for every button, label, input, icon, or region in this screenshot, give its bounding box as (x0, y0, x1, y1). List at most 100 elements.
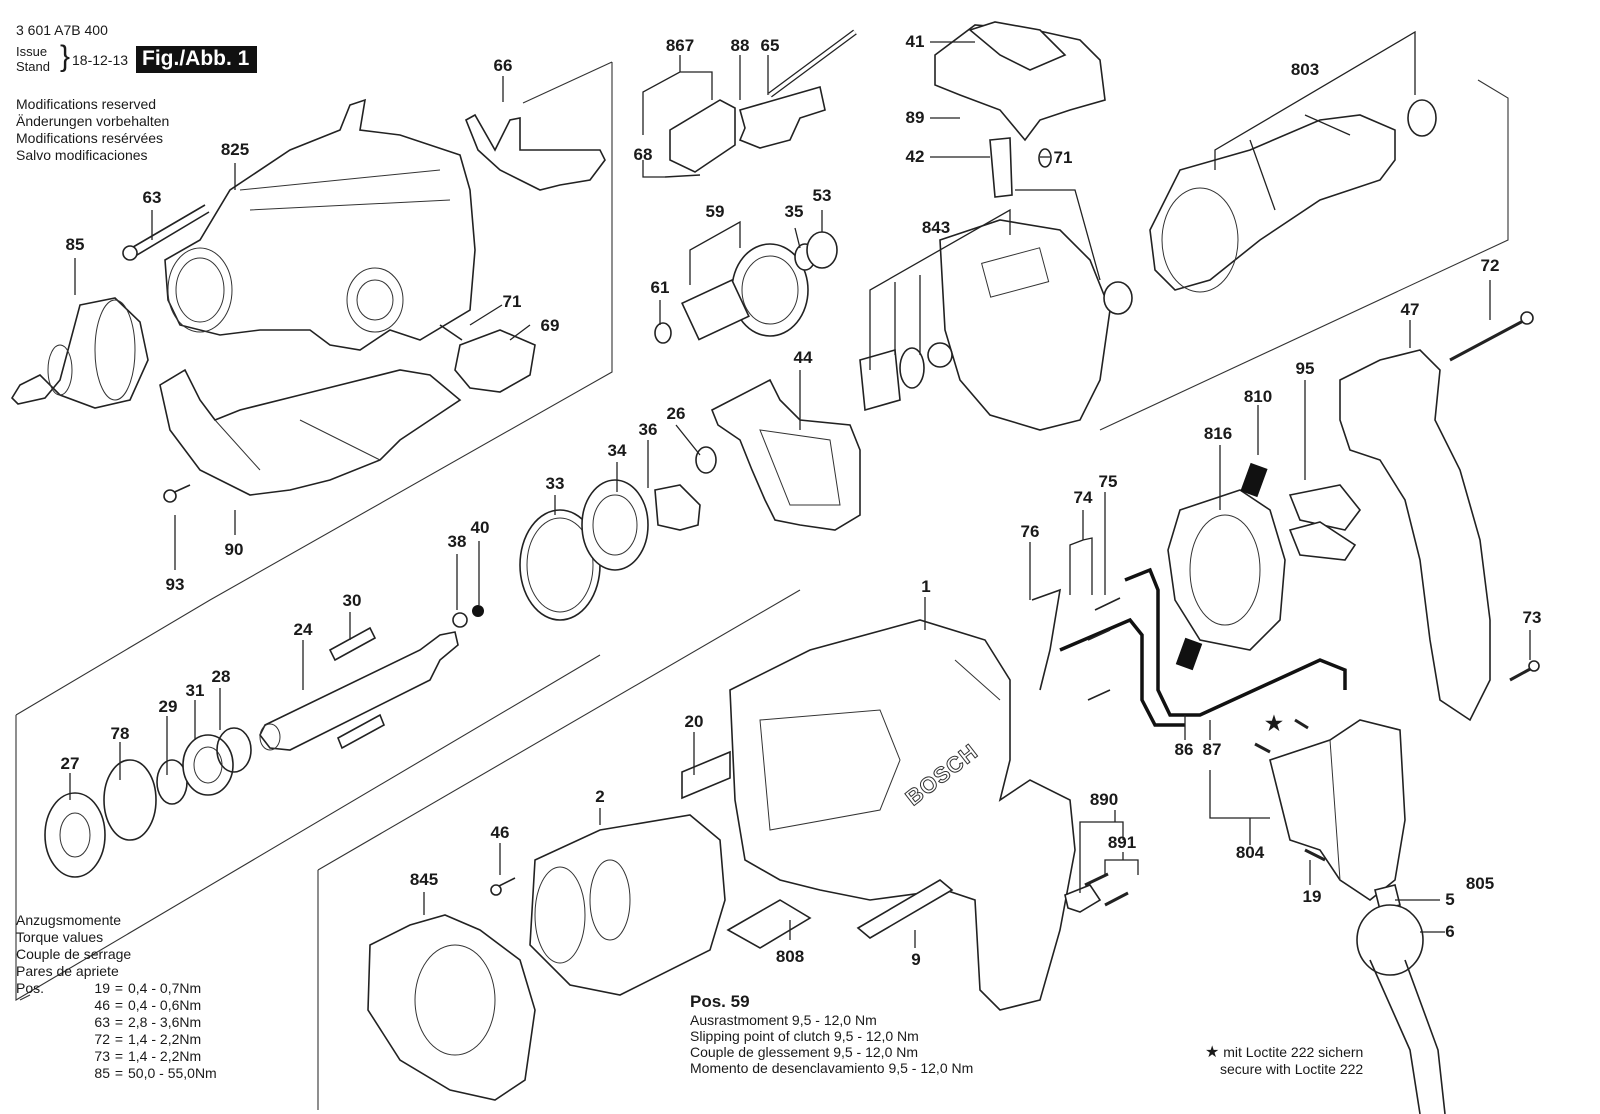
part-816-brush-holder (1167, 489, 1286, 651)
spacer (16, 1031, 82, 1048)
callout-31: 31 (185, 681, 205, 700)
part-68-pin (664, 174, 701, 178)
part-803-armature (1149, 99, 1437, 293)
callout-41: 41 (905, 32, 925, 51)
callout-78: 78 (110, 724, 130, 743)
callout-40: 40 (470, 518, 490, 537)
callout-90: 90 (224, 540, 244, 559)
callout-93: 93 (165, 575, 185, 594)
callout-803: 803 (1290, 60, 1320, 79)
torque-pos: 63 (94, 1014, 110, 1030)
callout-36: 36 (638, 420, 658, 439)
pos59-line: Momento de desenclavamiento 9,5 - 12,0 N… (690, 1060, 974, 1076)
part-53-washer (806, 231, 838, 269)
screw-head (1528, 660, 1540, 672)
callout-35: 35 (784, 202, 804, 221)
callout-68: 68 (633, 145, 653, 164)
callout-95: 95 (1295, 359, 1315, 378)
pos59-clutch-note: Pos. 59 Ausrastmoment 9,5 - 12,0 Nm Slip… (690, 992, 973, 1076)
contacts (1031, 588, 1121, 701)
part-810-brush (1240, 462, 1268, 498)
callout-33: 33 (545, 474, 565, 493)
callout-26: 26 (666, 404, 686, 423)
part-805-cord (1369, 959, 1446, 1114)
callout-59: 59 (705, 202, 725, 221)
part-5-cable-clamp (1374, 884, 1401, 911)
modifications-line: Salvo modificaciones (16, 147, 148, 163)
torque-heading: Torque values (16, 929, 104, 945)
callout-75: 75 (1098, 472, 1118, 491)
callout-34: 34 (607, 441, 627, 460)
part-890-clamp (1064, 884, 1102, 913)
modifications-line: Änderungen vorbehalten (16, 113, 170, 129)
part-71-bulb (1038, 148, 1052, 168)
callout-66: 66 (493, 56, 513, 75)
issue-label-de: Stand (16, 59, 50, 74)
callout-61: 61 (650, 278, 670, 297)
torque-heading: Anzugsmomente (16, 912, 122, 928)
part-87-cable (1124, 567, 1347, 717)
callout-805: 805 (1465, 874, 1495, 893)
equals-sign: = (114, 980, 124, 996)
part-28-ring (216, 727, 252, 773)
torque-pos: 85 (94, 1065, 110, 1081)
callout-46: 46 (490, 823, 510, 842)
torque-value: 2,8 - 3,6Nm (128, 1014, 202, 1030)
torque-row: 85 = 50,0 - 55,0Nm (16, 1065, 216, 1082)
callout-2: 2 (595, 787, 605, 806)
modifications-line: Modifications reserved (16, 96, 157, 112)
part-843-gearbox (859, 219, 1133, 431)
callout-808: 808 (775, 947, 805, 966)
torque-value: 1,4 - 2,2Nm (128, 1048, 202, 1064)
screw-pair (1254, 718, 1309, 754)
callout-810: 810 (1243, 387, 1273, 406)
part-88-slide (738, 85, 826, 149)
torque-value: 0,4 - 0,7Nm (128, 980, 202, 996)
part-95-cover (1288, 484, 1362, 531)
issue-label: Issue Stand (16, 44, 50, 74)
issue-label-en: Issue (16, 44, 48, 59)
callout-53: 53 (812, 186, 832, 205)
callout-890: 890 (1089, 790, 1119, 809)
pos59-line: Slipping point of clutch 9,5 - 12,0 Nm (690, 1028, 919, 1044)
callout-20: 20 (684, 712, 704, 731)
torque-row: 73 = 1,4 - 2,2Nm (16, 1048, 217, 1065)
torque-value: 1,4 - 2,2Nm (128, 1031, 202, 1047)
part-19-screw (1304, 848, 1326, 862)
callout-88: 88 (730, 36, 750, 55)
part-804-switch (1269, 719, 1406, 901)
part-891-screws (1084, 872, 1129, 907)
torque-pos: 73 (94, 1048, 110, 1064)
rod-inner (768, 30, 857, 97)
callout-44: 44 (793, 348, 813, 367)
callout-87: 87 (1202, 740, 1222, 759)
spacer (16, 1014, 82, 1031)
callout-804: 804 (1235, 843, 1265, 862)
part-86-cable (1059, 617, 1185, 727)
equals-sign: = (114, 1065, 124, 1081)
callout-30: 30 (342, 591, 362, 610)
part-1-motor-housing (729, 619, 1076, 1011)
brush-holder-clip (1288, 521, 1357, 561)
spacer (16, 997, 82, 1014)
brace-symbol: } (60, 40, 71, 73)
part-845-fan-guide (367, 914, 536, 1101)
loctite-note: ★ mit Loctite 222 sichern secure with Lo… (1205, 1044, 1363, 1077)
callout-891: 891 (1107, 833, 1137, 852)
frame-inner (759, 429, 841, 506)
callout-867: 867 (665, 36, 695, 55)
screw-head (490, 884, 502, 896)
screw-head (122, 245, 138, 261)
callout-69: 69 (540, 316, 560, 335)
part-61-ring (654, 322, 672, 344)
part-31-washer (182, 734, 234, 796)
torque-pos-prefix: Pos. (16, 980, 45, 996)
torque-heading: Couple de serrage (16, 946, 132, 962)
part-71-spring (439, 324, 463, 341)
part-40-ball (472, 605, 484, 617)
callout-1: 1 (921, 577, 931, 596)
part-36-nut (654, 484, 701, 531)
callout-24: 24 (293, 620, 313, 639)
part-20-label (681, 750, 731, 800)
callout-63: 63 (142, 188, 162, 207)
